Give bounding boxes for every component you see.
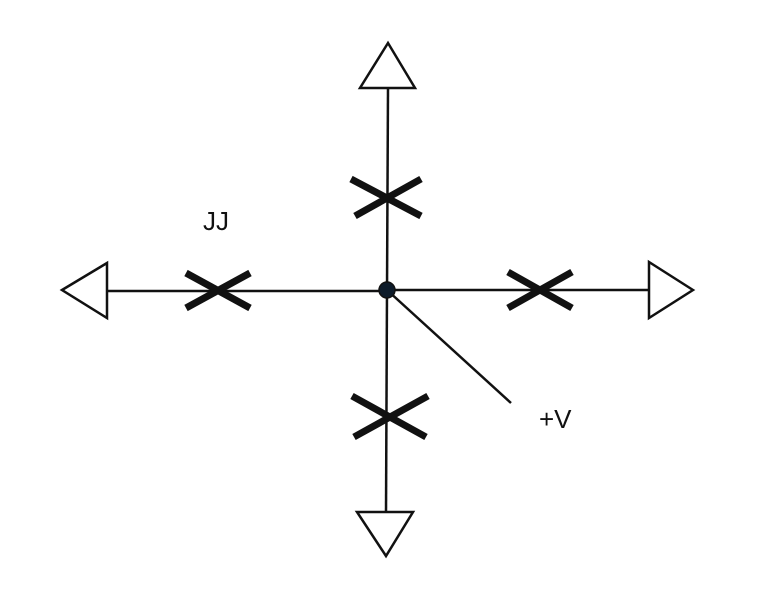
center-node xyxy=(378,281,396,299)
wire-up xyxy=(385,87,390,291)
junction-right-icon xyxy=(506,268,574,312)
terminal-down-icon xyxy=(354,510,416,559)
bias-label: +V xyxy=(539,404,572,434)
junction-bottom-icon xyxy=(350,392,430,441)
terminal-up-icon xyxy=(357,40,418,90)
terminal-right-icon xyxy=(647,259,696,321)
junction-label: JJ xyxy=(203,206,229,236)
junction-top-icon xyxy=(349,175,423,220)
wire-down xyxy=(384,289,389,513)
bias-lead xyxy=(386,289,512,404)
terminal-left-icon xyxy=(59,260,109,321)
junction-left-icon xyxy=(184,269,252,312)
